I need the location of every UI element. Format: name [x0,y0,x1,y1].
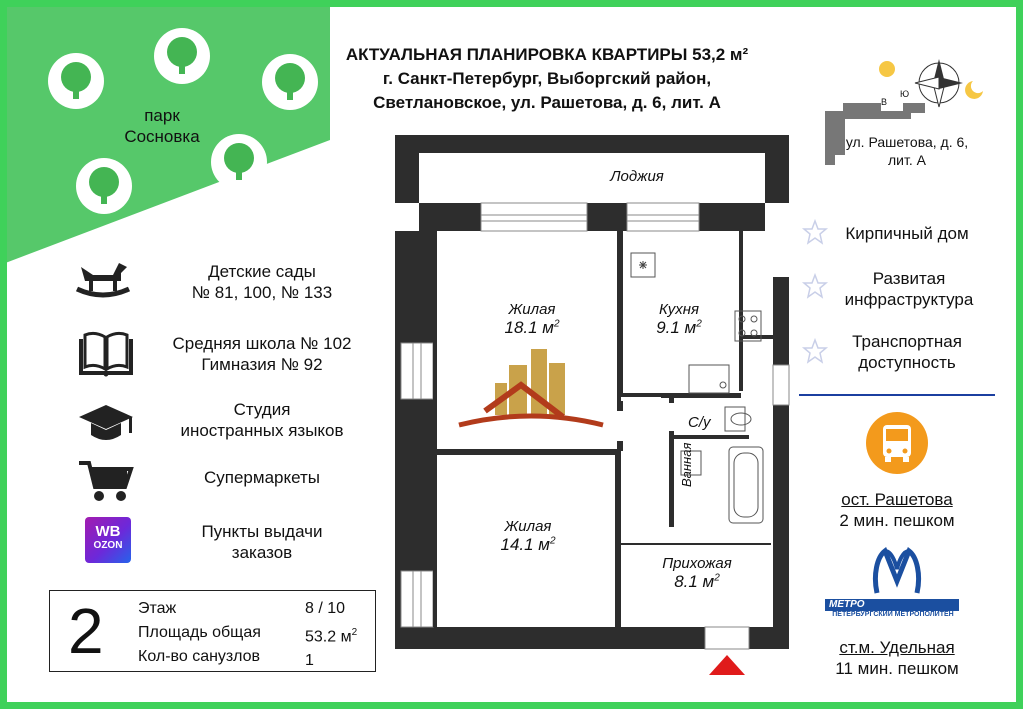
header: АКТУАЛЬНАЯ ПЛАНИРОВКА КВАРТИРЫ 53,2 м² г… [307,43,787,115]
area-sup: 2 [351,627,358,638]
feature-line: инфраструктура [844,290,974,309]
location-street: ул. Рашетова, д. 6, [845,134,969,150]
header-line3: Светлановское, ул. Рашетова, д. 6, лит. … [373,93,721,112]
ozon-logo-text: OZON [93,540,123,551]
graduation-cap-icon [77,399,135,452]
bus-icon [866,412,928,474]
room-living-1-area-text: 18.1 м [504,318,554,337]
floor-value: 8 / 10 [305,600,346,617]
shopping-cart-icon [77,459,135,508]
floor-plan [395,135,790,675]
header-line1: АКТУАЛЬНАЯ ПЛАНИРОВКА КВАРТИРЫ 53,2 м² [345,45,749,64]
location-address: ул. Рашетова, д. 6, лит. А [837,133,977,169]
amenity-line: Средняя школа № 102 [172,334,352,353]
amenity-kindergarten: Детские сады № 81, 100, № 133 [157,261,367,303]
park-line2: Сосновка [124,127,200,146]
room-kitchen: Кухня 9.1 м2 [639,301,719,338]
metro-time: 11 мин. пешком [835,659,959,678]
bath-label: Кол-во санузлов [138,648,260,665]
room-living-1: Жилая 18.1 м2 [477,301,587,338]
compass-east: В [881,97,888,107]
room-kitchen-area-text: 9.1 м [656,318,697,337]
summary-box: 2 Этаж Площадь общая Кол-во санузлов 8 /… [49,590,376,672]
room-hall-area-text: 8.1 м [674,572,715,591]
area-value-text: 53.2 м [305,628,352,646]
bus-stop: ост. Рашетова [841,490,953,509]
amenity-line: Пункты выдачи [201,522,323,541]
divider [799,394,995,396]
room-living-2-area: 14.1 м2 [473,535,583,555]
sq-sup: 2 [549,535,556,547]
room-kitchen-area: 9.1 м2 [639,318,719,338]
amenity-supermarkets: Супермаркеты [157,467,367,488]
feature-transport: Транспортная доступность [827,331,987,373]
book-icon [77,329,135,382]
summary-labels: Этаж Площадь общая Кол-во санузлов [138,597,261,669]
room-living-2-area-text: 14.1 м [500,535,550,554]
header-line2: г. Санкт-Петербург, Выборгский район, [382,69,712,88]
star-icon [801,272,829,304]
sq-sup: 2 [714,572,720,584]
park-area [7,7,330,263]
room-kitchen-label: Кухня [659,301,699,318]
room-hall-area: 8.1 м2 [647,572,747,592]
bus-info: ост. Рашетова 2 мин. пешком [807,489,987,531]
room-living-2: Жилая 14.1 м2 [473,518,583,555]
room-hall-label: Прихожая [662,555,732,572]
agency-logo [458,349,604,428]
park-label: парк Сосновка [107,105,217,147]
amenity-language-studio: Студия иностранных языков [157,399,367,441]
park-line1: парк [144,106,180,125]
wb-logo-text: WB [95,523,121,540]
loggia-label: Лоджия [610,168,664,185]
amenity-line: Студия [233,400,291,419]
area-label: Площадь общая [138,624,261,641]
feature-line: Транспортная [852,332,962,351]
feature-line: Развитая [872,269,946,288]
bus-time: 2 мин. пешком [839,511,955,530]
compass-south: Ю [900,89,910,99]
amenity-pickup-points: Пункты выдачи заказов [157,521,367,563]
amenity-line: № 81, 100, № 133 [191,283,333,302]
feature-line: доступность [858,353,956,372]
amenity-line: Детские сады [208,262,316,281]
star-icon [801,218,829,250]
amenity-school: Средняя школа № 102 Гимназия № 92 [157,333,367,375]
bath-label: Ванная [679,442,694,487]
metro-logo-icon [872,547,922,594]
metro-brand: МЕТРО [825,599,959,611]
metro-info: ст.м. Удельная 11 мин. пешком [807,637,987,679]
area-value: 53.2 м2 [305,621,357,649]
star-icon [801,337,829,369]
room-living-2-label: Жилая [504,518,552,535]
sq-sup: 2 [553,318,560,330]
summary-values: 8 / 10 53.2 м2 1 [305,597,357,673]
amenity-line: Супермаркеты [203,468,320,487]
amenity-line: Гимназия № 92 [201,355,323,374]
location-map [825,59,983,165]
metro-station: ст.м. Удельная [839,638,955,657]
sq-sup: 2 [696,318,702,330]
floor-label: Этаж [138,600,177,617]
metro-sub: ПЕТЕРБУРГСКИЙ МЕТРОПОЛИТЕН [832,611,954,618]
room-hall: Прихожая 8.1 м2 [647,555,747,592]
room-living-1-area: 18.1 м2 [477,318,587,338]
wb-ozon-logo: WB OZON [85,517,131,563]
feature-infrastructure: Развитая инфраструктура [829,268,989,310]
rooms-count: 2 [68,595,104,667]
bath-value: 1 [305,652,314,670]
amenity-line: иностранных языков [180,421,344,440]
amenity-line: заказов [231,543,293,562]
location-lit: лит. А [888,152,926,168]
rocking-horse-icon [73,253,133,304]
feature-brick: Кирпичный дом [845,224,969,243]
room-living-1-label: Жилая [508,301,556,318]
wc-label: С/у [688,414,711,431]
